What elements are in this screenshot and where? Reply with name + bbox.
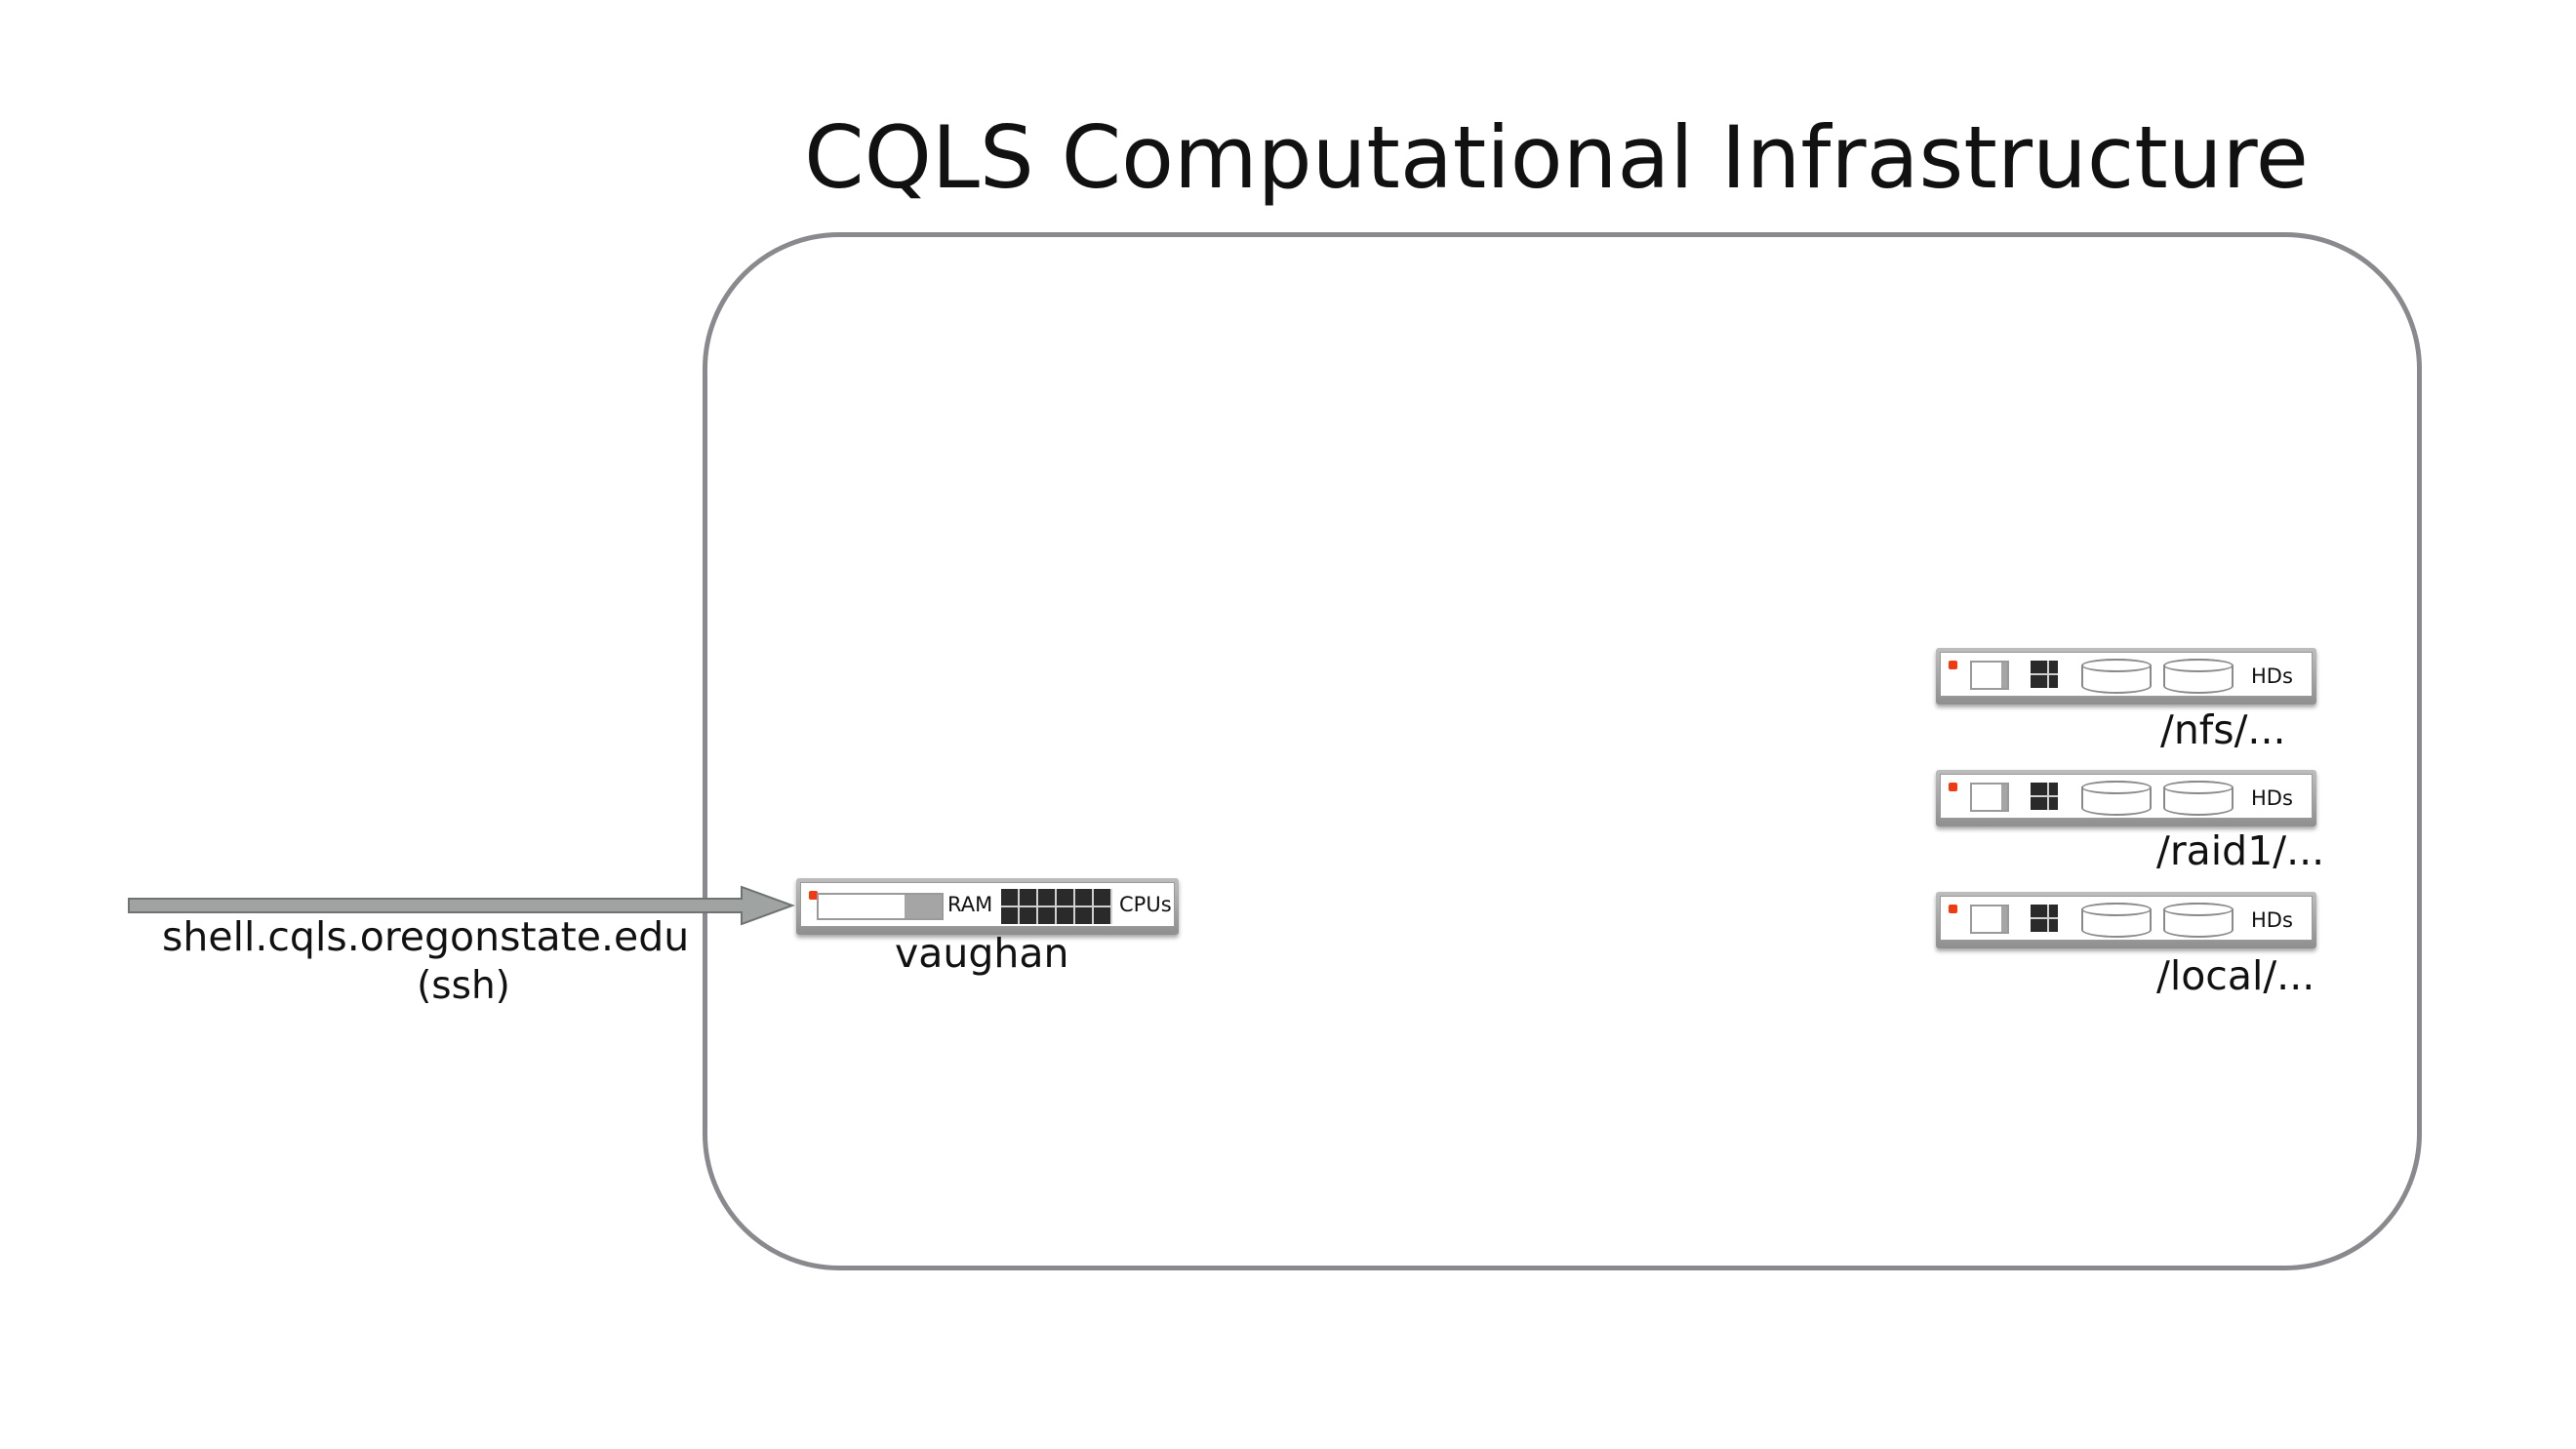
hds-label: HDs	[2251, 786, 2293, 810]
hds-label: HDs	[2251, 664, 2293, 688]
shell-protocol-label: (ssh)	[417, 964, 510, 1008]
server-faceplate: HDs	[1940, 896, 2313, 941]
storage-path-nfs: /nfs/...	[2160, 706, 2286, 753]
controller-chip-icon	[2031, 783, 2058, 810]
ram-usage-fill	[905, 895, 942, 918]
server-faceplate: HDs	[1940, 652, 2313, 697]
storage-path-raid1: /raid1/...	[2156, 827, 2325, 874]
hard-disk-icon	[2081, 659, 2152, 694]
diagram-title: CQLS Computational Infrastructure	[804, 107, 2309, 208]
drive-bay-fill	[2001, 906, 2007, 932]
cluster-boundary	[703, 232, 2422, 1270]
cpu-block-icon	[1001, 889, 1112, 924]
controller-chip-icon	[2031, 905, 2058, 932]
storage-server-raid1: HDs	[1936, 770, 2316, 826]
controller-chip-icon	[2031, 661, 2058, 688]
hds-label: HDs	[2251, 908, 2293, 932]
server-faceplate: HDs	[1940, 774, 2313, 819]
drive-bay-fill	[2001, 663, 2007, 688]
server-faceplate: RAM CPUs	[800, 882, 1175, 927]
storage-server-nfs: HDs	[1936, 648, 2316, 704]
compute-server-vaughan: RAM CPUs	[796, 878, 1179, 935]
drive-bay-icon	[1970, 783, 2009, 812]
hard-disk-icon	[2081, 781, 2152, 816]
compute-node-name: vaughan	[895, 930, 1069, 977]
ram-usage-bar	[817, 893, 944, 920]
power-led-icon	[1949, 783, 1957, 791]
power-led-icon	[1949, 661, 1957, 669]
ram-label: RAM	[947, 893, 993, 916]
hard-disk-icon	[2163, 781, 2234, 816]
hard-disk-icon	[2163, 659, 2234, 694]
drive-bay-fill	[2001, 785, 2007, 810]
cpu-label: CPUs	[1119, 893, 1172, 916]
hard-disk-icon	[2163, 903, 2234, 938]
drive-bay-icon	[1970, 905, 2009, 934]
power-led-icon	[1949, 905, 1957, 913]
storage-server-local: HDs	[1936, 892, 2316, 948]
hard-disk-icon	[2081, 903, 2152, 938]
power-led-icon	[809, 891, 818, 900]
drive-bay-icon	[1970, 661, 2009, 690]
storage-path-local: /local/...	[2156, 952, 2315, 999]
shell-host-label: shell.cqls.oregonstate.edu	[162, 913, 690, 960]
